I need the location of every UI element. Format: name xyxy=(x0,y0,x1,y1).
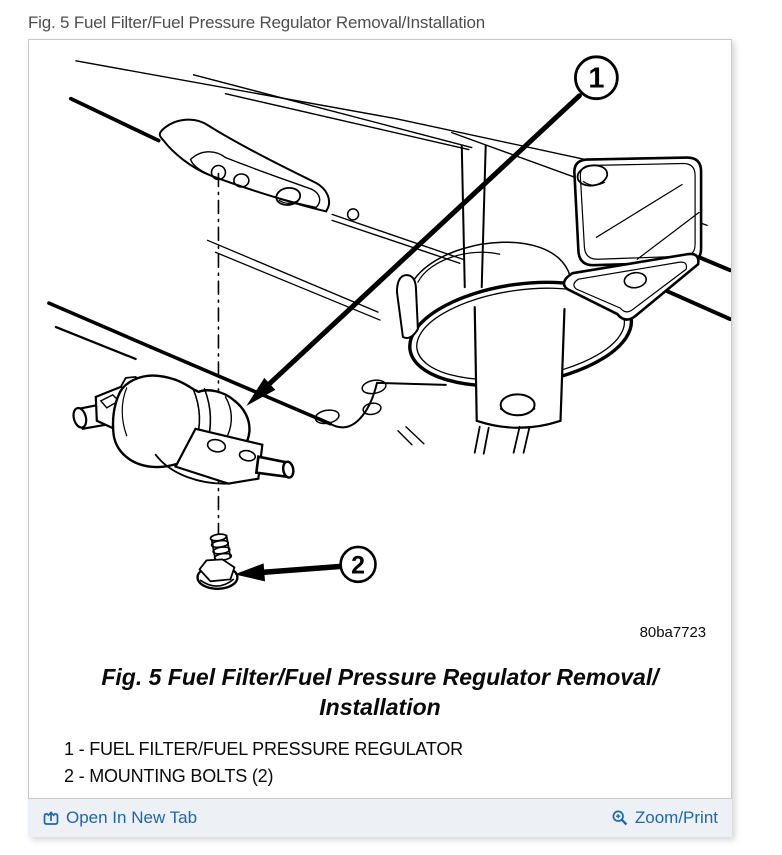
zoom-print-button[interactable]: Zoom/Print xyxy=(611,808,718,828)
callout-2-balloon xyxy=(339,545,377,584)
right-bracket-upper xyxy=(573,156,703,267)
bracket-hole xyxy=(623,271,647,289)
mounting-bolt xyxy=(196,533,239,591)
bracket-hole xyxy=(238,449,257,462)
technical-diagram: 1 2 80ba7723 xyxy=(47,55,731,641)
right-bracket-lower xyxy=(562,252,731,322)
figure-legend: 1 - FUEL FILTER/FUEL PRESSURE REGULATOR … xyxy=(64,736,731,798)
callout-1-number: 1 xyxy=(588,63,604,95)
bracket-hole xyxy=(206,438,227,453)
open-in-new-tab-label: Open In New Tab xyxy=(66,808,198,827)
figure-caption-line2: Installation xyxy=(319,694,441,720)
fuel-filter-assembly xyxy=(72,374,295,485)
legend-item-1: 1 - FUEL FILTER/FUEL PRESSURE REGULATOR xyxy=(64,739,463,759)
magnifier-plus-icon xyxy=(611,809,629,827)
figure-caption: Fig. 5 Fuel Filter/Fuel Pressure Regulat… xyxy=(29,662,731,722)
callout-2 xyxy=(234,545,377,584)
callout-2-number: 2 xyxy=(351,551,365,579)
crossmember-strut xyxy=(409,144,573,289)
callout-1 xyxy=(246,55,619,406)
open-in-new-tab-button[interactable]: Open In New Tab xyxy=(42,808,197,828)
figure-area: 1 2 80ba7723 Fig. 5 Fuel Filter/Fuel Pre… xyxy=(28,39,732,799)
figure-toolbar: Open In New Tab Zoom/Print xyxy=(28,799,732,837)
open-in-new-tab-icon xyxy=(42,809,60,827)
bolt-hex-head xyxy=(198,558,236,583)
callout-1-balloon xyxy=(574,55,619,101)
bolt-hole xyxy=(233,173,250,188)
figure-caption-line1: Fig. 5 Fuel Filter/Fuel Pressure Regulat… xyxy=(101,664,659,690)
filter-bracket xyxy=(174,427,264,485)
drawing-number: 80ba7723 xyxy=(640,624,706,641)
bolt-hole xyxy=(275,186,302,206)
legend-item-2: 2 - MOUNTING BOLTS (2) xyxy=(64,766,274,786)
page-title: Fig. 5 Fuel Filter/Fuel Pressure Regulat… xyxy=(28,13,485,32)
side-fin xyxy=(395,274,419,340)
zoom-print-label: Zoom/Print xyxy=(634,808,718,827)
mounting-pad xyxy=(158,118,331,213)
figure-card: 1 2 80ba7723 Fig. 5 Fuel Filter/Fuel Pre… xyxy=(28,39,732,837)
center-tube xyxy=(473,306,566,429)
